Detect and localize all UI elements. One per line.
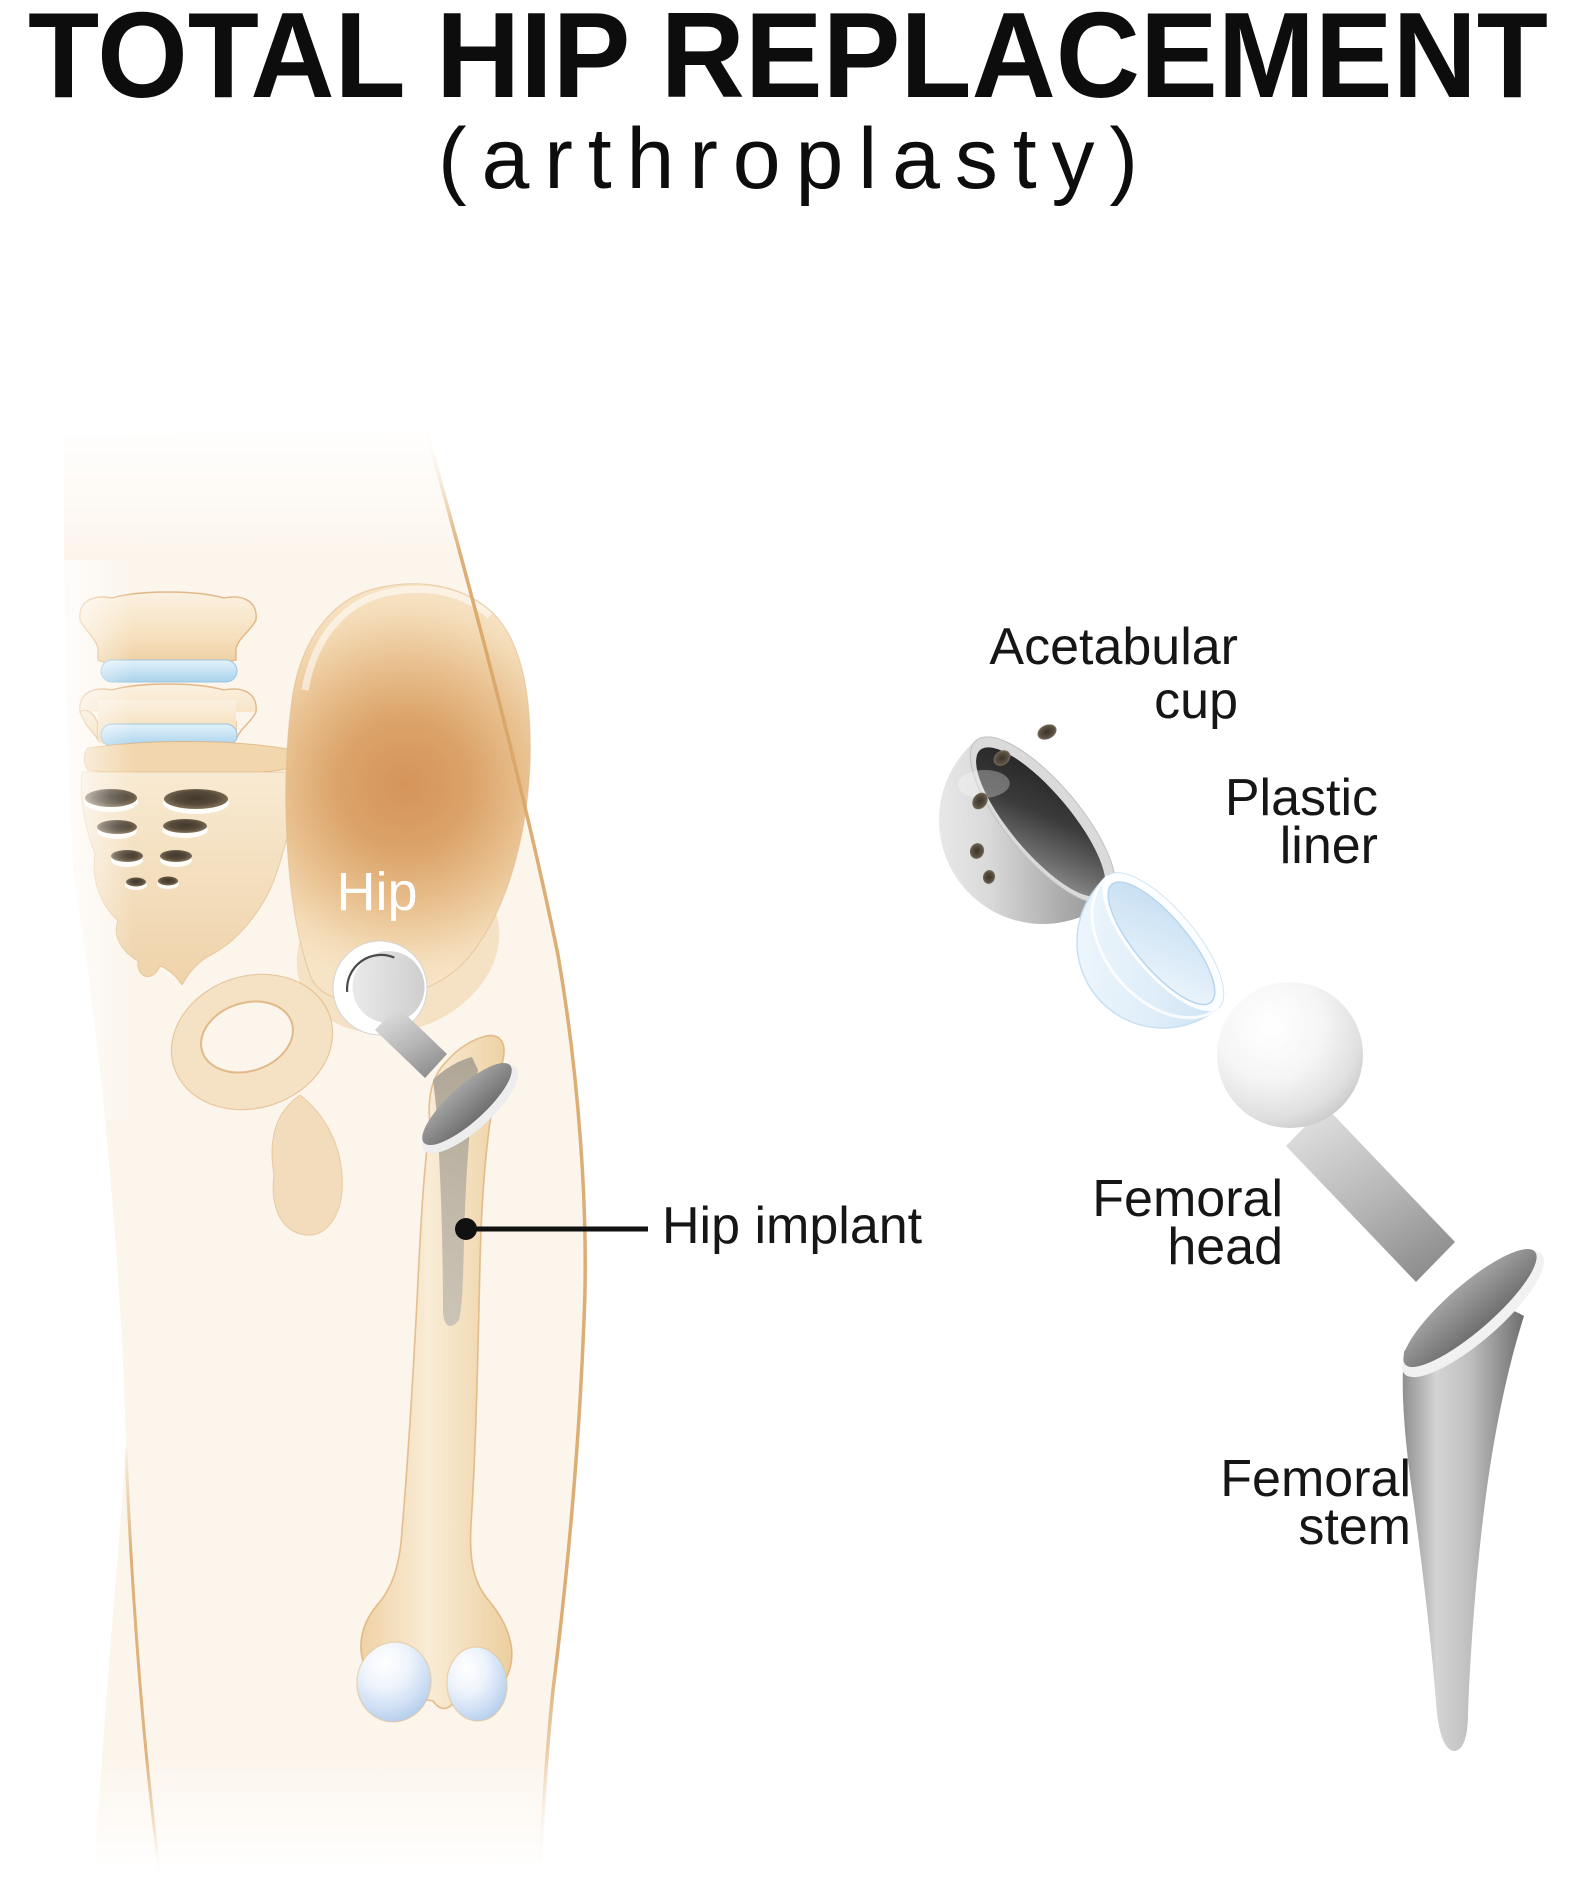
femur [356, 1034, 513, 1723]
hip-implant-in-situ [332, 940, 519, 1326]
implant-collar-in-situ [421, 1062, 519, 1154]
acetabular-cup-illustration [939, 724, 1117, 924]
femur-shaft [360, 1034, 513, 1710]
knee-condyles [356, 1641, 508, 1723]
hip-bone-label: Hip [336, 862, 417, 922]
hip-implant-callout: Hip implant [455, 1197, 923, 1255]
acetabular-cup-label-line2: cup [1154, 672, 1238, 730]
stem-collar [1402, 1248, 1544, 1378]
title-main-text: TOTAL HIP REPLACEMENT [28, 0, 1548, 123]
component-labels: Acetabular cup Plastic liner Femoral hea… [989, 618, 1411, 1556]
femoral-stem-illustration [1217, 982, 1544, 1751]
ischium [271, 1094, 343, 1236]
fade-bottom [30, 1755, 610, 1903]
condyle [446, 1646, 508, 1722]
plastic-liner-label-line2: liner [1280, 817, 1378, 875]
acetabular-cup-label-line1: Acetabular [989, 618, 1238, 676]
obturator-foramen [200, 1000, 294, 1074]
cup-screw-holes [969, 724, 1057, 884]
callout-dot [455, 1218, 477, 1240]
implant-cup-in-situ [332, 940, 428, 1036]
iliac-crest-highlight [301, 585, 493, 691]
fade-left [48, 560, 133, 1120]
page-title: TOTAL HIP REPLACEMENT (arthroplasty) [28, 0, 1548, 207]
femoral-head-illustration [1217, 982, 1363, 1128]
hip-anatomy-figure: Hip Hip implant [30, 420, 923, 1903]
plastic-liner-illustration [1076, 872, 1225, 1029]
title-subtitle-text: (arthroplasty) [438, 111, 1138, 207]
femoral-head-label-line1: Femoral [1092, 1170, 1283, 1228]
hip-implant-label: Hip implant [662, 1197, 923, 1255]
femoral-stem-label-line1: Femoral [1220, 1450, 1411, 1508]
plastic-liner-label-line1: Plastic [1225, 769, 1378, 827]
stem-body [1402, 1305, 1524, 1751]
thigh-outline-right [425, 431, 587, 1863]
fade-top [55, 420, 615, 560]
implant-neck-in-situ [375, 1006, 447, 1078]
femoral-stem-label-line2: stem [1298, 1498, 1411, 1556]
stem-neck [1286, 1106, 1455, 1282]
condyle [356, 1641, 432, 1723]
implant-components-figure: Acetabular cup Plastic liner Femoral hea… [939, 618, 1544, 1751]
femoral-head-label-line2: head [1167, 1218, 1283, 1276]
